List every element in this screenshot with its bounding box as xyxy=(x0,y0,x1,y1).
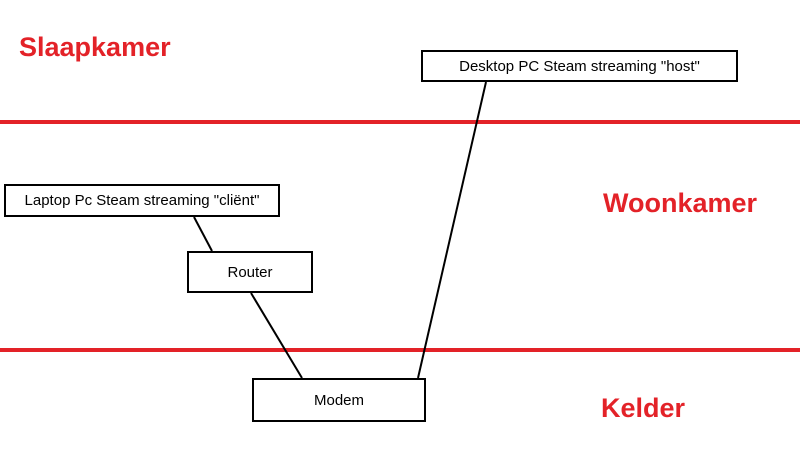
router-label: Router xyxy=(227,263,273,281)
desktop-host-box: Desktop PC Steam streaming "host" xyxy=(421,50,738,82)
laptop-client-label: Laptop Pc Steam streaming "cliënt" xyxy=(24,192,260,209)
desktop-host-label: Desktop PC Steam streaming "host" xyxy=(459,57,700,75)
floor-divider-bottom xyxy=(0,348,800,352)
floor-divider-top xyxy=(0,120,800,124)
room-label-kelder: Kelder xyxy=(601,393,686,423)
room-label-slaapkamer: Slaapkamer xyxy=(19,32,171,62)
wire-modem-desktop xyxy=(417,81,487,379)
wire-router-modem xyxy=(250,292,303,379)
modem-label: Modem xyxy=(313,391,365,409)
laptop-client-box: Laptop Pc Steam streaming "cliënt" xyxy=(4,184,280,217)
room-label-woonkamer: Woonkamer xyxy=(603,188,758,218)
router-box: Router xyxy=(187,251,313,293)
modem-box: Modem xyxy=(252,378,426,422)
wire-laptop-router xyxy=(193,216,213,252)
